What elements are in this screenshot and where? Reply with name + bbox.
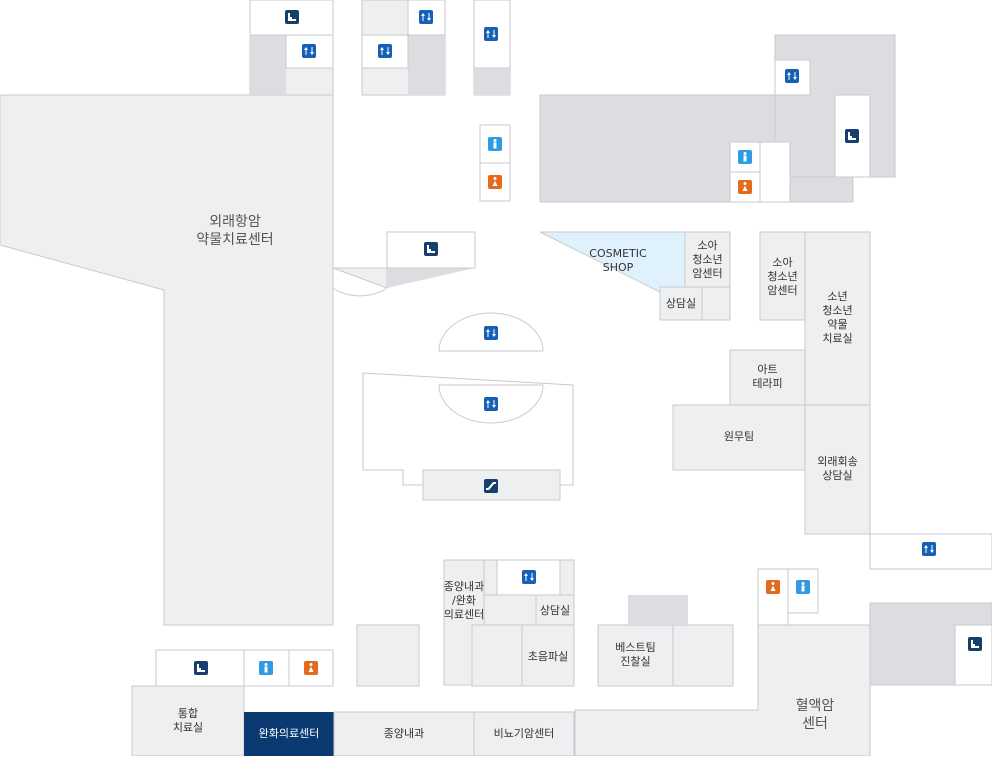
zone-art-therapy[interactable] bbox=[729, 349, 806, 406]
zone-consult-2[interactable] bbox=[535, 594, 575, 626]
stairs-icon bbox=[424, 242, 438, 256]
zone-palliative-center[interactable] bbox=[244, 712, 334, 756]
elevator-icon bbox=[785, 69, 799, 83]
zone-integrated-therapy[interactable] bbox=[131, 685, 245, 757]
female-restroom-icon bbox=[304, 661, 318, 675]
elevator-icon bbox=[419, 10, 433, 24]
zone-ultrasound-left bbox=[471, 624, 523, 687]
zone-stair-wedge bbox=[387, 268, 475, 288]
zone-consult-1-side bbox=[701, 286, 731, 321]
zone-best-team-dark bbox=[628, 595, 688, 625]
elevator-icon bbox=[484, 326, 498, 340]
zone-consult-1[interactable] bbox=[659, 286, 703, 321]
male-restroom-icon bbox=[259, 661, 273, 675]
zone-youth-chemo[interactable] bbox=[804, 231, 871, 406]
zone-best-team-side bbox=[672, 624, 734, 687]
elevator-icon bbox=[484, 27, 498, 41]
elevator-icon bbox=[484, 397, 498, 411]
zone-best-team[interactable] bbox=[597, 624, 674, 687]
elevator-icon bbox=[522, 570, 536, 584]
stairs-icon bbox=[285, 10, 299, 24]
zone-outpatient-transfer[interactable] bbox=[804, 404, 871, 535]
elevator-icon bbox=[378, 44, 392, 58]
stairs-icon bbox=[194, 661, 208, 675]
zone-oncology-inner bbox=[483, 594, 537, 626]
zone-ent-cancer[interactable] bbox=[473, 711, 575, 757]
elevator-icon bbox=[922, 542, 936, 556]
zone-top-center-dark bbox=[408, 35, 445, 95]
female-restroom-icon bbox=[738, 180, 752, 194]
zone-outpatient-chemo[interactable] bbox=[0, 94, 388, 626]
zone-one-team[interactable] bbox=[672, 404, 806, 471]
zone-pediatric-cancer-2[interactable] bbox=[759, 231, 806, 321]
zone-top-right-col-dark bbox=[474, 68, 510, 95]
male-restroom-icon bbox=[738, 150, 752, 164]
male-restroom-icon bbox=[488, 137, 502, 151]
female-restroom-icon bbox=[488, 175, 502, 189]
zone-ultrasound[interactable] bbox=[521, 624, 575, 687]
zone-curve bbox=[332, 267, 389, 297]
zone-pediatric-cancer-1[interactable] bbox=[684, 231, 731, 288]
stairs-icon bbox=[968, 637, 982, 651]
elevator-icon bbox=[302, 44, 316, 58]
zone-small-box bbox=[356, 624, 420, 687]
female-restroom-icon bbox=[766, 580, 780, 594]
stairs-icon bbox=[845, 129, 859, 143]
zone-top-left-dark bbox=[250, 35, 286, 95]
escalator-icon bbox=[484, 479, 498, 493]
zone-oncology[interactable] bbox=[333, 711, 475, 757]
male-restroom-icon bbox=[796, 580, 810, 594]
